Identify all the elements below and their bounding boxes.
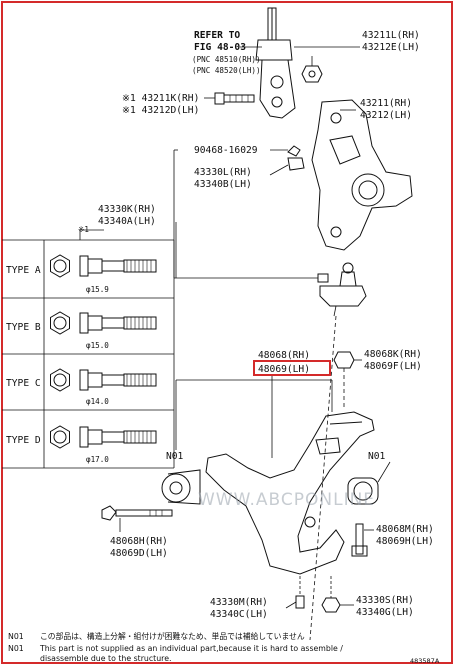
type-d-dim: φ17.0 — [86, 455, 109, 464]
type-table — [2, 229, 175, 469]
label-48069F: 48069F(LH) — [364, 361, 422, 372]
nut-48068K — [333, 351, 355, 369]
type-c-label: TYPE C — [6, 378, 41, 389]
bolt-48068M — [351, 523, 368, 557]
label-43211: 43211(RH) — [360, 98, 412, 109]
label-43340C: 43340C(LH) — [210, 609, 268, 620]
note-en-line1: This part is not supplied as an individu… — [39, 644, 343, 653]
label-43212D: ※1 43212D(LH) — [122, 105, 199, 116]
label-43212E: 43212E(LH) — [362, 42, 420, 53]
note-en-code: N01 — [8, 644, 24, 653]
label-48069D: 48069D(LH) — [110, 548, 168, 559]
bushing-right — [347, 477, 379, 505]
type-d-label: TYPE D — [6, 435, 41, 446]
ball-joint — [317, 262, 367, 317]
note-en-line2: disassemble due to the structure. — [40, 654, 171, 663]
steering-knuckle — [311, 99, 413, 251]
type-a-label: TYPE A — [6, 265, 41, 276]
highlight-box-48069 — [253, 360, 331, 376]
type-b-dim: φ15.0 — [86, 341, 109, 350]
bushing-left — [161, 469, 201, 505]
label-48068K: 48068K(RH) — [364, 349, 422, 360]
type-b-label: TYPE B — [6, 322, 41, 333]
label-90468: 90468-16029 — [194, 145, 258, 156]
nut-43330S — [321, 576, 341, 613]
label-48068: 48068(RH) — [258, 350, 310, 361]
strut-assembly — [255, 7, 296, 119]
label-43340B: 43340B(LH) — [194, 179, 252, 190]
label-43340G: 43340G(LH) — [356, 607, 414, 618]
figure-code: 483587A — [410, 657, 440, 665]
type-bolt-b — [50, 311, 157, 335]
label-43211L: 43211L(RH) — [362, 30, 420, 41]
label-48068H: 48068H(RH) — [110, 536, 168, 547]
bolt-43330M — [295, 576, 305, 609]
label-n01-left: N01 — [166, 451, 184, 462]
label-48068M: 48068M(RH) — [376, 524, 434, 535]
label-43330S: 43330S(RH) — [356, 595, 414, 606]
label-43340A: 43340A(LH) — [98, 216, 156, 227]
refer-line1: REFER TO — [194, 30, 240, 41]
refer-line2: FIG 48-03 — [194, 42, 246, 53]
refer-line4: (PNC 48520(LH)) — [192, 66, 261, 75]
lower-control-arm — [205, 411, 375, 575]
type-a-dim: φ15.9 — [86, 285, 109, 294]
label-48069H: 48069H(LH) — [376, 536, 434, 547]
leader-lines — [119, 46, 391, 609]
bolt-43211K — [214, 92, 255, 105]
type-bolt-drawings — [50, 254, 157, 449]
label-43330M: 43330M(RH) — [210, 597, 268, 608]
label-43330L: 43330L(RH) — [194, 167, 252, 178]
watermark: WWW.ABCPONLINE — [198, 490, 375, 510]
label-43211K: ※1 43211K(RH) — [122, 93, 199, 104]
type-c-dim: φ14.0 — [86, 397, 109, 406]
refer-line3: (PNC 48510(RH)) — [192, 55, 261, 64]
label-48069[interactable]: 48069(LH) — [258, 364, 310, 375]
type-bolt-a — [50, 254, 157, 278]
note-jp-text: この部品は、構造上分解・組付けが困難なため、単品では補給していません — [40, 631, 305, 641]
label-43212: 43212(LH) — [360, 110, 412, 121]
type-note-mark: ※1 — [78, 225, 89, 234]
type-bolt-d — [50, 425, 157, 449]
label-43330K: 43330K(RH) — [98, 204, 156, 215]
label-n01-right: N01 — [368, 451, 386, 462]
castle-nut-43330L — [287, 145, 305, 171]
nut-43211L — [301, 65, 323, 83]
bolt-48068H — [101, 505, 173, 521]
note-jp-code: N01 — [8, 632, 24, 641]
type-bolt-c — [50, 368, 157, 392]
